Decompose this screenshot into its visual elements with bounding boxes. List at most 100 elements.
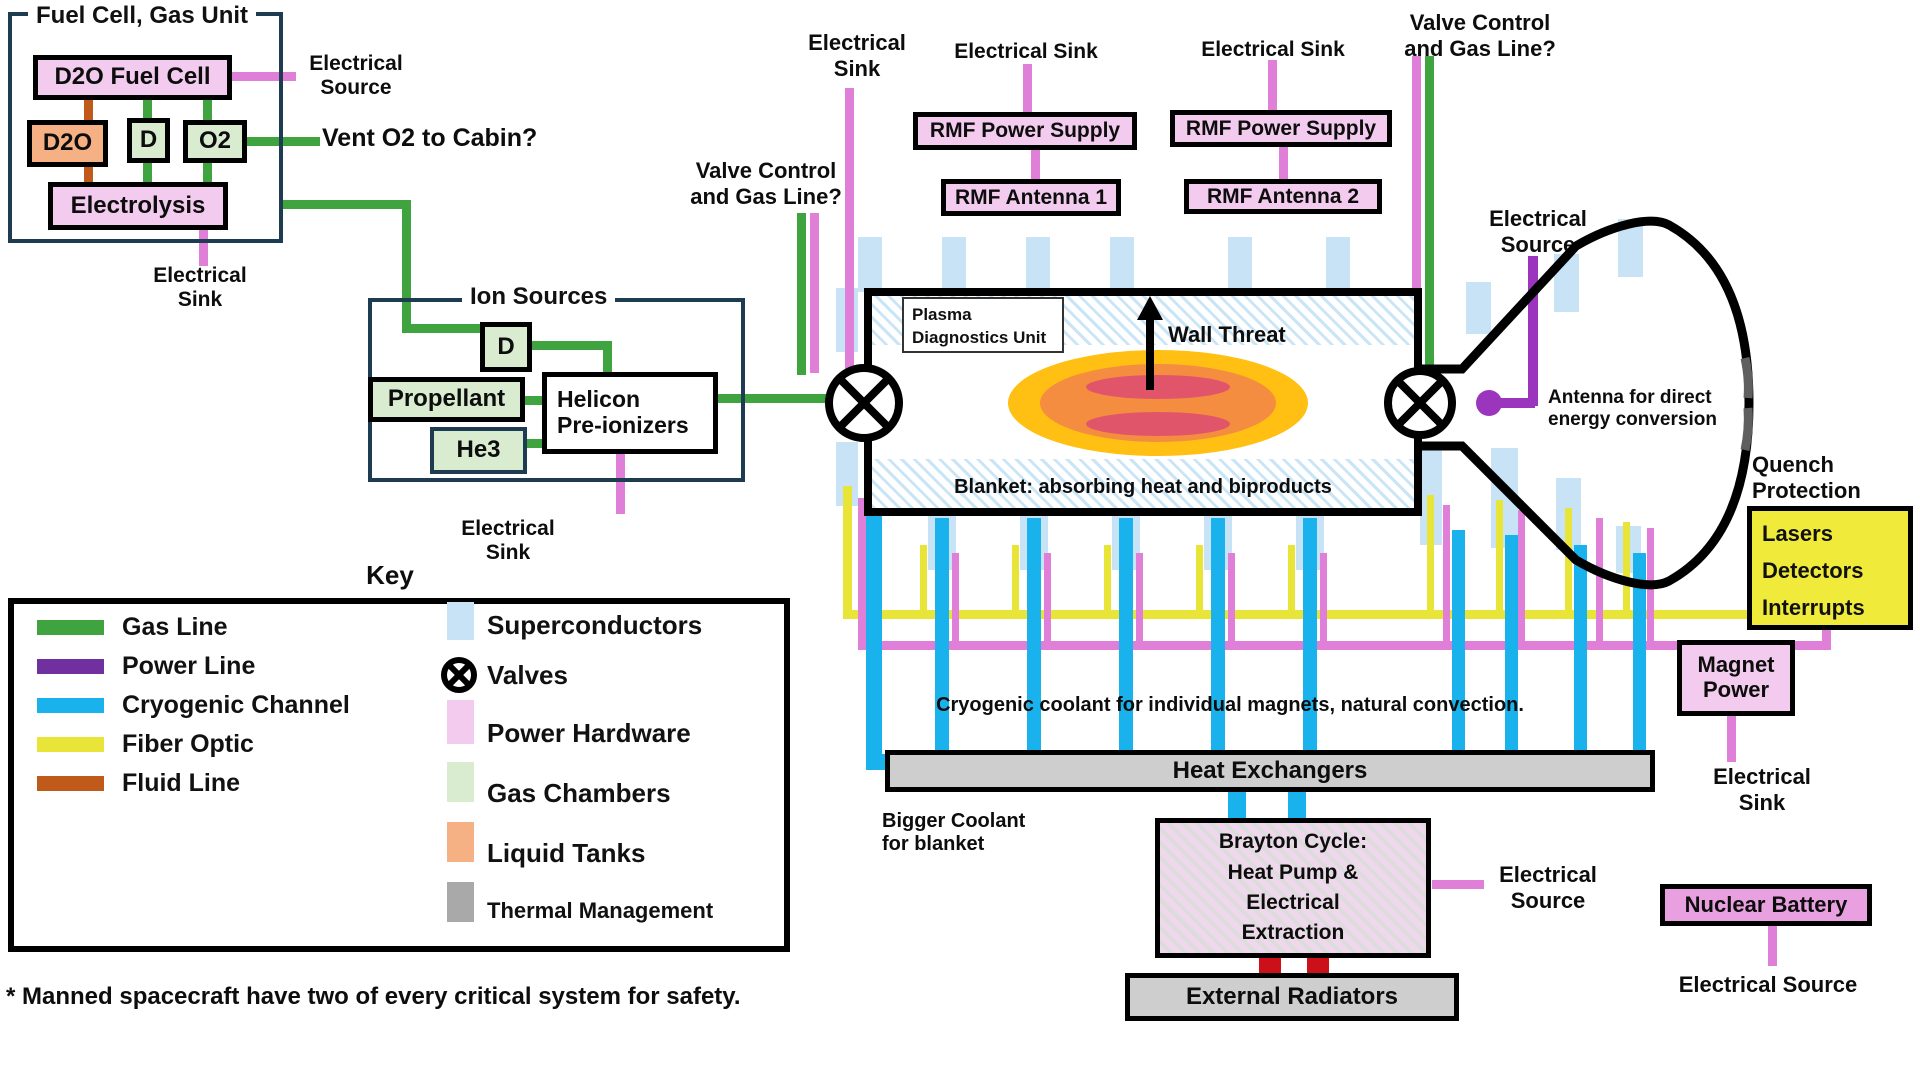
power-line bbox=[1268, 60, 1277, 112]
gas-line bbox=[523, 396, 544, 405]
cryogenic-line bbox=[1119, 518, 1133, 754]
rmf-power-supply-1: RMF Power Supply bbox=[913, 112, 1137, 150]
o2-chamber-box: O2 bbox=[183, 120, 247, 163]
fiber-optic-line bbox=[1012, 545, 1019, 612]
power-line bbox=[1518, 510, 1525, 645]
fuel-unit-title: Fuel Cell, Gas Unit bbox=[28, 2, 257, 30]
battery-source-label: Electrical Source bbox=[1678, 972, 1858, 997]
key-fluid-swatch bbox=[37, 776, 104, 791]
key-power-hw-swatch bbox=[447, 700, 474, 744]
gas-line bbox=[532, 341, 612, 350]
power-line bbox=[952, 553, 959, 645]
nozzle-electrode-gap-top bbox=[1740, 357, 1753, 399]
fuel-electrical-source-label: Electrical Source bbox=[309, 52, 403, 100]
quench-item-interrupts: Interrupts bbox=[1762, 595, 1865, 620]
rmf-sink-2-label: Electrical Sink bbox=[1201, 38, 1345, 61]
cryogenic-line bbox=[1452, 530, 1465, 754]
helicon-box: Helicon Pre-ionizers bbox=[542, 372, 718, 454]
antenna-label: Antenna for direct energy conversion bbox=[1548, 387, 1717, 431]
superconductor-block bbox=[1466, 282, 1491, 334]
superconductor-block bbox=[858, 237, 882, 292]
radiator-connector bbox=[1307, 955, 1329, 975]
power-line bbox=[616, 454, 625, 514]
power-line bbox=[1228, 553, 1235, 645]
gas-line bbox=[402, 324, 482, 333]
cryo-connector bbox=[1288, 790, 1306, 820]
d-chamber-box: D bbox=[127, 118, 170, 163]
key-thermal-swatch bbox=[447, 882, 474, 922]
key-valves-label: Valves bbox=[487, 660, 568, 690]
propellant-box: Propellant bbox=[368, 377, 525, 422]
gas-line bbox=[797, 213, 806, 375]
key-cryo-swatch bbox=[37, 698, 104, 713]
bigger-coolant-label: Bigger Coolant for blanket bbox=[882, 810, 1026, 856]
cryogenic-line bbox=[1211, 518, 1225, 754]
heat-exchangers-box: Heat Exchangers bbox=[885, 750, 1655, 792]
superconductor-block bbox=[836, 442, 858, 506]
left-valve-icon bbox=[825, 364, 903, 442]
brayton-source-label: Electrical Source bbox=[1499, 862, 1597, 913]
antenna-electrical-source-label: Electrical Source bbox=[1489, 206, 1587, 257]
key-gas-chambers-label: Gas Chambers bbox=[487, 778, 671, 808]
gas-line bbox=[203, 161, 212, 184]
bigger-coolant-line bbox=[866, 440, 882, 770]
fiber-optic-line bbox=[1496, 500, 1503, 612]
key-gas-label: Gas Line bbox=[122, 613, 228, 641]
key-title: Key bbox=[366, 560, 414, 590]
fiber-optic-line bbox=[1288, 545, 1295, 612]
gas-line bbox=[203, 98, 212, 122]
electrical-sink-left-label: Electrical Sink bbox=[808, 30, 906, 81]
power-line bbox=[1432, 880, 1484, 889]
key-superconductor-label: Superconductors bbox=[487, 610, 703, 640]
key-gas-chambers-swatch bbox=[447, 762, 474, 802]
brayton-box: Brayton Cycle: Heat Pump & Electrical Ex… bbox=[1155, 818, 1431, 958]
gas-line bbox=[143, 98, 152, 120]
valve-control-right-label: Valve Control and Gas Line? bbox=[1404, 10, 1556, 61]
antenna-power-line bbox=[1528, 256, 1538, 406]
gas-line bbox=[143, 161, 152, 184]
power-line bbox=[1822, 626, 1831, 644]
key-superconductor-swatch bbox=[447, 602, 474, 640]
quench-item-detectors: Detectors bbox=[1762, 558, 1864, 583]
key-cryo-label: Cryogenic Channel bbox=[122, 691, 350, 719]
blanket-band-bottom bbox=[872, 459, 1414, 508]
fuel-cell-box: D2O Fuel Cell bbox=[33, 55, 232, 100]
power-line bbox=[858, 498, 867, 648]
superconductor-block bbox=[1026, 237, 1050, 292]
gas-line bbox=[402, 200, 411, 333]
key-thermal-label: Thermal Management bbox=[487, 898, 714, 923]
power-line bbox=[232, 72, 296, 81]
gas-line bbox=[281, 200, 411, 209]
blanket-label: Blanket: absorbing heat and biproducts bbox=[954, 476, 1332, 498]
ion-sources-title: Ion Sources bbox=[462, 283, 616, 311]
key-outline bbox=[8, 598, 790, 952]
gas-line bbox=[247, 137, 320, 146]
cryogenic-line bbox=[1303, 518, 1317, 754]
key-valve-icon bbox=[441, 657, 477, 693]
quench-item-lasers: Lasers bbox=[1762, 521, 1833, 546]
cryogenic-line bbox=[935, 518, 949, 754]
cryo-connector bbox=[1228, 790, 1246, 820]
wall-threat-label: Wall Threat bbox=[1168, 322, 1286, 347]
wall-threat-arrow bbox=[1137, 296, 1163, 390]
ion-electrical-sink-label: Electrical Sink bbox=[461, 517, 555, 565]
power-line bbox=[810, 213, 819, 373]
he3-box: He3 bbox=[430, 427, 527, 474]
cryogenic-line bbox=[1574, 545, 1587, 754]
cryogenic-line bbox=[1633, 553, 1646, 754]
gas-line bbox=[716, 394, 836, 403]
rmf-antenna-1: RMF Antenna 1 bbox=[941, 179, 1121, 216]
power-line bbox=[1023, 64, 1032, 114]
magnet-power-sink-label: Electrical Sink bbox=[1713, 764, 1811, 815]
electrolysis-box: Electrolysis bbox=[48, 182, 228, 230]
superconductor-block bbox=[1326, 237, 1350, 292]
key-power-label: Power Line bbox=[122, 652, 256, 680]
fiber-optic-line bbox=[1623, 522, 1630, 612]
power-line bbox=[1279, 146, 1288, 181]
fiber-optic-line bbox=[1104, 545, 1111, 612]
antenna-dot bbox=[1476, 390, 1502, 416]
plasma-diagnostics-box: Plasma Diagnostics Unit bbox=[902, 297, 1064, 353]
key-fluid-label: Fluid Line bbox=[122, 769, 241, 797]
fluid-line bbox=[84, 98, 93, 122]
power-line bbox=[1443, 505, 1450, 645]
